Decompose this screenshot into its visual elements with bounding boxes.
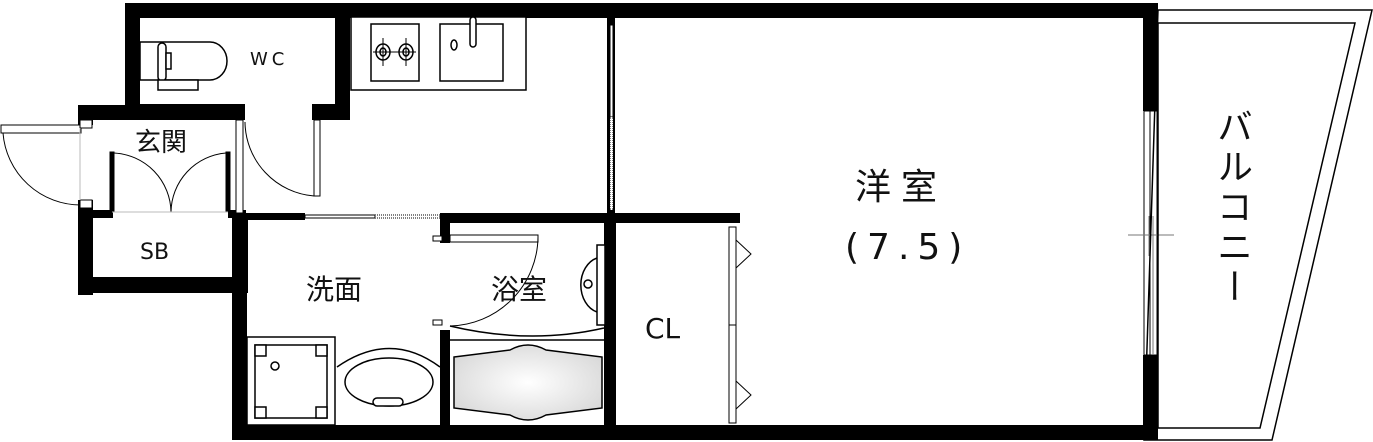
kitchen-counter bbox=[350, 16, 527, 91]
room-label-washroom: 洗面 bbox=[306, 273, 363, 306]
walls bbox=[78, 3, 1158, 440]
washing-machine-pan-icon bbox=[246, 336, 336, 426]
room-label-bathroom: 浴室 bbox=[491, 273, 548, 306]
doors bbox=[0, 119, 539, 327]
bathtub-icon bbox=[449, 244, 606, 421]
room-label-entrance: 玄関 bbox=[135, 128, 188, 158]
room-size-western-room: (7.5) bbox=[845, 227, 971, 268]
room-label-wc: WC bbox=[250, 49, 289, 70]
balcony-outline bbox=[1143, 9, 1373, 441]
gas-stove-icon bbox=[370, 23, 420, 82]
room-label-shoe-box: SB bbox=[140, 240, 170, 265]
wash-basin-icon bbox=[336, 347, 441, 407]
toilet-icon bbox=[139, 41, 228, 91]
room-label-western-room: 洋室 bbox=[855, 167, 948, 208]
room-label-closet: CL bbox=[645, 312, 681, 345]
room-label-balcony: バルコニー bbox=[1211, 108, 1252, 308]
kitchen-sink-icon bbox=[439, 16, 504, 82]
